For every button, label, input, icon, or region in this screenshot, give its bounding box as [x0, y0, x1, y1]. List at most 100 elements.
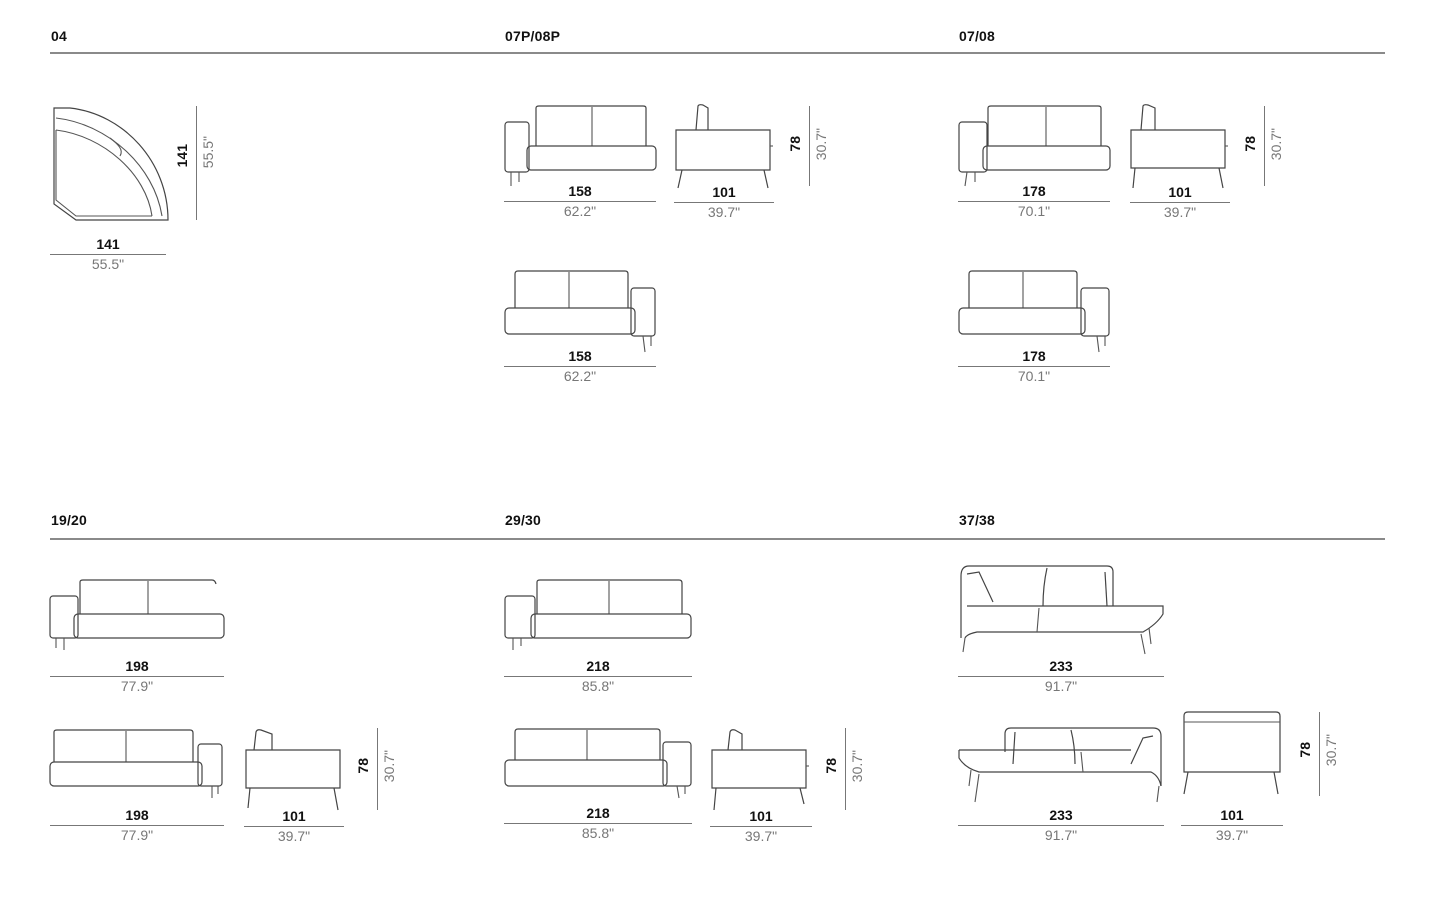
chaise-37-side-view [1183, 711, 1281, 795]
dim-inch: 85.8" [581, 825, 615, 841]
dim-cm: 101 [1220, 807, 1244, 823]
corner-module-top-view [53, 107, 169, 221]
dim-cm: 158 [568, 183, 592, 199]
dim-inch: 55.5" [200, 136, 216, 169]
dim-cm: 141 [96, 236, 120, 252]
sofa-20-front-view [49, 729, 223, 798]
dim-04-width: 141 55.5" [50, 236, 166, 272]
dim-cm: 78 [787, 136, 803, 152]
dim-inch: 30.7" [381, 750, 397, 783]
dim-07-depth: 101 39.7" [1130, 184, 1230, 220]
dim-inch: 30.7" [849, 750, 865, 783]
dim-04-depth: 141 55.5" [174, 106, 222, 220]
dim-38-width: 233 91.7" [958, 807, 1164, 843]
dim-line [710, 826, 812, 827]
dim-line [1130, 202, 1230, 203]
dim-37-width: 233 91.7" [958, 658, 1164, 694]
dim-cm: 233 [1049, 807, 1073, 823]
dim-cm: 78 [355, 758, 371, 774]
dim-cm: 178 [1022, 348, 1046, 364]
section-divider-top [50, 52, 1385, 54]
section-title-29-30: 29/30 [505, 512, 542, 528]
dim-inch: 39.7" [1215, 827, 1249, 843]
chaise-38-front-view [958, 727, 1162, 803]
dim-inch: 30.7" [1268, 128, 1284, 161]
dim-line [504, 366, 656, 367]
sofa-07-side-view [1130, 104, 1228, 189]
dim-line [50, 676, 224, 677]
section-title-07-08: 07/08 [959, 28, 996, 44]
dim-07-height: 78 30.7" [1242, 106, 1290, 186]
dim-07p-depth: 101 39.7" [674, 184, 774, 220]
dim-37-depth: 101 39.7" [1181, 807, 1283, 843]
dim-inch: 85.8" [581, 678, 615, 694]
dim-line [50, 825, 224, 826]
dim-inch: 91.7" [1044, 678, 1078, 694]
dim-cm: 218 [586, 805, 610, 821]
dim-cm: 101 [712, 184, 736, 200]
sofa-08p-front-view [504, 270, 656, 353]
dim-line [1264, 106, 1265, 186]
dim-line [809, 106, 810, 186]
dim-07-width: 178 70.1" [958, 183, 1110, 219]
dim-inch: 77.9" [120, 827, 154, 843]
dim-line [504, 201, 656, 202]
sofa-29-front-view [504, 579, 692, 650]
sofa-07-front-view [958, 105, 1111, 187]
dim-07p-width: 158 62.2" [504, 183, 656, 219]
dim-line [1181, 825, 1283, 826]
section-title-07p-08p: 07P/08P [505, 28, 561, 44]
dim-cm: 198 [125, 807, 149, 823]
sofa-07p-front-view [504, 105, 657, 186]
sofa-19-side-view [245, 729, 341, 811]
section-title-19-20: 19/20 [51, 512, 88, 528]
dim-cm: 101 [282, 808, 306, 824]
dim-line [196, 106, 197, 220]
dim-inch: 77.9" [120, 678, 154, 694]
dim-19-height: 78 30.7" [355, 728, 403, 810]
dim-cm: 78 [1297, 742, 1313, 758]
dim-cm: 78 [1242, 136, 1258, 152]
dim-inch: 30.7" [813, 128, 829, 161]
dim-29-width: 218 85.8" [504, 658, 692, 694]
sofa-30-front-view [504, 728, 692, 799]
dim-19-depth: 101 39.7" [244, 808, 344, 844]
dim-inch: 91.7" [1044, 827, 1078, 843]
dim-cm: 78 [823, 758, 839, 774]
dim-line [1319, 712, 1320, 796]
dim-line [504, 676, 692, 677]
dim-29-height: 78 30.7" [823, 728, 871, 810]
dim-line [958, 825, 1164, 826]
chaise-37-front-view [960, 565, 1164, 655]
dim-line [504, 823, 692, 824]
dim-cm: 198 [125, 658, 149, 674]
dim-line [674, 202, 774, 203]
dim-cm: 218 [586, 658, 610, 674]
dim-inch: 30.7" [1323, 734, 1339, 767]
section-title-37-38: 37/38 [959, 512, 996, 528]
dim-37-height: 78 30.7" [1297, 712, 1345, 796]
dim-line [50, 254, 166, 255]
dim-inch: 39.7" [277, 828, 311, 844]
dim-inch: 62.2" [563, 368, 597, 384]
dim-line [845, 728, 846, 810]
dim-cm: 178 [1022, 183, 1046, 199]
dim-line [958, 201, 1110, 202]
dim-cm: 158 [568, 348, 592, 364]
sofa-19-front-view [49, 579, 225, 650]
dim-inch: 62.2" [563, 203, 597, 219]
dim-inch: 70.1" [1017, 368, 1051, 384]
dim-line [244, 826, 344, 827]
dim-cm: 141 [174, 144, 190, 168]
dim-inch: 70.1" [1017, 203, 1051, 219]
dim-cm: 101 [1168, 184, 1192, 200]
dim-inch: 55.5" [91, 256, 125, 272]
dim-19-width: 198 77.9" [50, 658, 224, 694]
sofa-08-front-view [958, 270, 1110, 353]
sofa-07p-side-view [675, 104, 773, 189]
dim-line [958, 676, 1164, 677]
dim-20-width: 198 77.9" [50, 807, 224, 843]
dim-cm: 233 [1049, 658, 1073, 674]
dim-inch: 39.7" [744, 828, 778, 844]
dim-08p-width: 158 62.2" [504, 348, 656, 384]
